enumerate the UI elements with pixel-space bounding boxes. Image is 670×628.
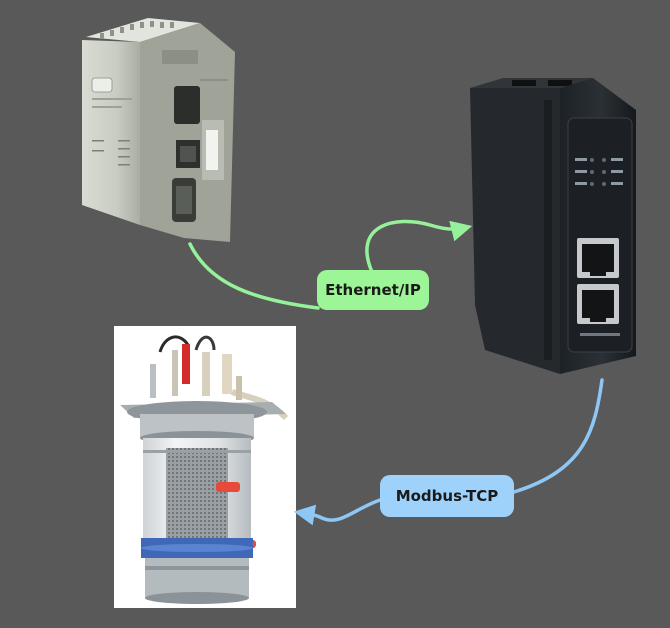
ethernet-ip-connection bbox=[188, 219, 473, 310]
modbus-tcp-connection bbox=[293, 378, 604, 526]
bioreactor-vessel bbox=[114, 326, 296, 608]
ethernet-ip-label: Ethernet/IP bbox=[317, 270, 429, 310]
protocol-gateway bbox=[470, 78, 636, 374]
plc-controller bbox=[82, 18, 235, 242]
modbus-tcp-label: Modbus-TCP bbox=[380, 475, 514, 517]
